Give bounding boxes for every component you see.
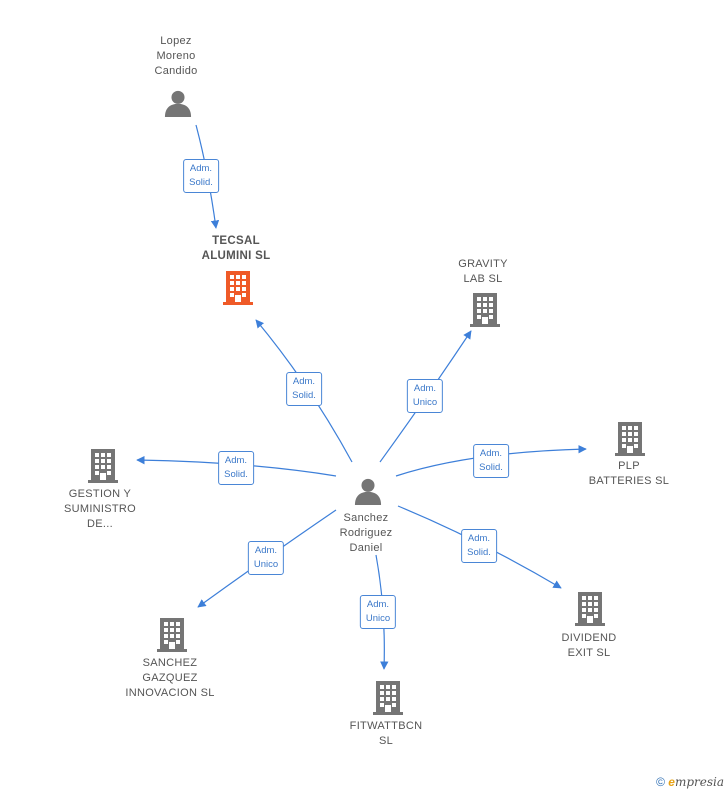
brand-logo-initial: e [668, 775, 675, 789]
person-icon-sanchez[interactable] [354, 478, 382, 505]
node-label-plp[interactable]: PLP BATTERIES SL [588, 460, 670, 487]
copyright-icon: © [656, 775, 665, 789]
building-icon-plp[interactable] [615, 422, 645, 456]
edge-label-sanchez-gestion[interactable]: Adm. Solid. [218, 451, 254, 485]
edge-label-lopez-tecsal[interactable]: Adm. Solid. [183, 159, 219, 193]
edge-label-sanchez-dividend[interactable]: Adm. Solid. [461, 529, 497, 563]
building-icon-gravity[interactable] [470, 293, 500, 327]
edge-label-sanchez-gazquez[interactable]: Adm. Unico [247, 541, 285, 575]
node-label-tecsal[interactable]: TECSAL ALUMINI SL [201, 235, 271, 262]
node-label-dividend[interactable]: DIVIDEND EXIT SL [561, 632, 617, 659]
person-icon-lopez[interactable] [164, 90, 192, 117]
edge-label-sanchez-plp[interactable]: Adm. Solid. [473, 444, 509, 478]
edge-label-sanchez-fitwatt[interactable]: Adm. Unico [359, 595, 397, 629]
footer-brand[interactable]: © empresia [656, 775, 724, 789]
edge-label-sanchez-tecsal[interactable]: Adm. Solid. [286, 372, 322, 406]
building-icon-fitwatt[interactable] [373, 681, 403, 715]
building-icon-tecsal[interactable] [223, 271, 253, 305]
building-icon-gazquez[interactable] [157, 618, 187, 652]
node-label-gazquez[interactable]: SANCHEZ GAZQUEZ INNOVACION SL [125, 657, 215, 699]
node-label-lopez[interactable]: Lopez Moreno Candido [154, 35, 198, 77]
node-label-sanchez[interactable]: Sanchez Rodriguez Daniel [339, 512, 393, 554]
node-label-gravity[interactable]: GRAVITY LAB SL [458, 258, 508, 285]
node-label-fitwatt[interactable]: FITWATTBCN SL [349, 720, 423, 747]
node-label-gestion[interactable]: GESTION Y SUMINISTRO DE... [63, 488, 137, 530]
building-icon-gestion[interactable] [88, 449, 118, 483]
edge-label-sanchez-gravity[interactable]: Adm. Unico [406, 379, 444, 413]
brand-name: mpresia [674, 775, 724, 789]
building-icon-dividend[interactable] [575, 592, 605, 626]
